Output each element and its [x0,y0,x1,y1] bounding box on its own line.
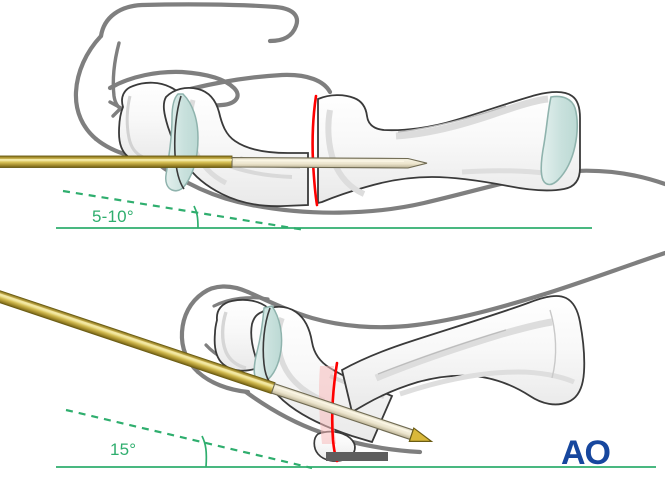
angle-label-upper: 5-10° [92,207,134,226]
ao-logo-text: AO [561,434,611,472]
fracture-line-upper [311,94,319,207]
angle-arc-upper [193,205,199,229]
ao-logo: AO [561,434,612,472]
wire-shaft-tip-upper [231,156,428,169]
wire-gold-segment-upper [0,155,233,168]
metatarsal-lower [340,295,586,414]
cartilage-metatarsal-base-upper [540,95,579,186]
kirschner-wire-lower [0,287,434,442]
lower-panel-valgus-view: 15° [0,250,665,470]
inclination-axis-line-lower [65,408,313,470]
kirschner-wire-upper [0,155,428,169]
upper-panel-dorsiflexion-view: 5-10° [0,2,665,232]
angle-guide-lower [56,408,656,470]
angle-guide-upper [56,189,592,232]
angle-arc-lower [201,435,208,468]
wire-tip-arrowhead-lower [408,427,434,442]
metatarsal-upper [223,91,581,205]
dorsiflexion-axis-line-upper [62,189,306,232]
angle-label-lower: 15° [110,440,136,459]
ground-support-block [326,452,388,461]
